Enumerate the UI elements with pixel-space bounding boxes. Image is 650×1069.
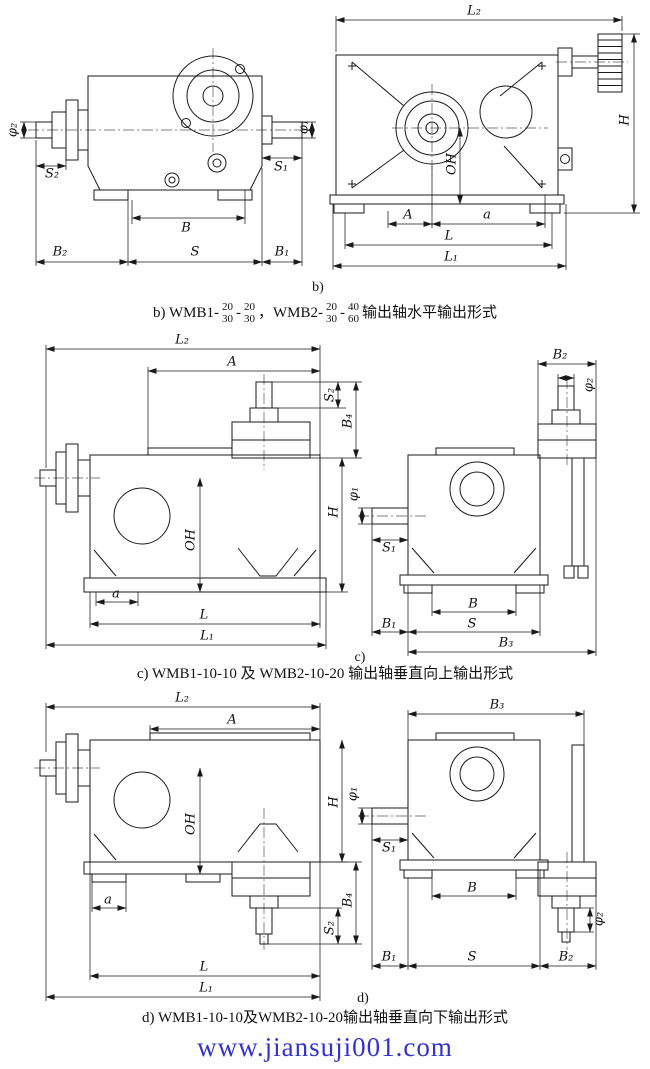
c-dim-l2: L₂ (175, 332, 189, 348)
d-dim-l1: L₁ (199, 980, 213, 996)
d-dim-s: S (467, 949, 477, 965)
caption-b-sep-2: - (339, 304, 345, 321)
b-dim-b: B (181, 220, 191, 236)
b-dim-a: a (483, 207, 491, 223)
d-dim-a: a (104, 892, 112, 908)
d-dim-b2: B₂ (558, 949, 574, 965)
d-dim-oh: OH (183, 813, 199, 835)
c-dim-a: a (112, 586, 120, 602)
b-dim-s1: S₁ (273, 159, 289, 175)
b-dim-h: H (617, 114, 633, 126)
b-dim-a-cap: A (403, 207, 413, 223)
b-dim-b1: B₁ (274, 244, 290, 260)
c-dim-s: S (467, 616, 477, 632)
b-dim-b2: B₂ (52, 244, 68, 260)
b-dim-s2: S₂ (44, 166, 60, 182)
c-dim-l: L (199, 607, 209, 623)
c-dim-s1: S₁ (381, 540, 397, 556)
caption-b-sep-1: - (235, 304, 241, 321)
view-c-side (39, 381, 327, 593)
view-b-side (35, 55, 303, 201)
b-dim-s: S (190, 244, 200, 260)
c-dim-oh: OH (183, 529, 199, 551)
view-marker-c: c) (354, 650, 366, 665)
c-dim-l1: L₁ (200, 628, 214, 644)
b-dim-l2: L₂ (467, 3, 481, 19)
d-dim-b3: B₃ (489, 697, 505, 713)
c-dim-s2: S₂ (322, 387, 338, 403)
d-dim-l2: L₂ (175, 690, 189, 706)
b-dim-l: L (444, 228, 454, 244)
view-c-end (371, 385, 597, 594)
view-d-end (371, 732, 597, 943)
c-dim-b1: B₁ (381, 616, 397, 632)
d-dim-a-cap: A (227, 712, 237, 728)
b-dim-phi1: φ₁ (296, 119, 312, 135)
c-dim-b3: B₃ (498, 635, 514, 651)
c-dim-b2: B₂ (552, 347, 568, 363)
d-dim-b1: B₁ (381, 949, 397, 965)
caption-b-text-2: ，WMB2- (257, 304, 323, 321)
d-dim-s1: S₁ (381, 840, 397, 856)
d-dim-phi2: φ₂ (591, 911, 607, 927)
c-dim-a-cap: A (227, 354, 237, 370)
b-dim-l1: L₁ (444, 249, 458, 265)
c-dim-b4: B₄ (340, 413, 356, 429)
caption-b-text-3: 输出轴水平输出形式 (361, 304, 497, 321)
b-dim-phi2: φ₂ (5, 122, 21, 138)
c-dim-phi2: φ₂ (581, 377, 597, 393)
view-d-side (39, 732, 321, 945)
d-dim-s2: S₂ (322, 920, 338, 936)
caption-b-text-1: b) WMB1- (153, 304, 219, 321)
b-dim-oh: OH (444, 153, 460, 175)
d-dim-b: B (467, 880, 477, 896)
d-dim-b4: B₄ (340, 892, 356, 908)
caption-c: c) WMB1-10-10 及 WMB2-10-20 输出轴垂直向上输出形式 (0, 666, 650, 683)
dimension-lines (20, 16, 640, 1001)
d-dim-h: H (326, 796, 342, 808)
c-dim-h: H (326, 506, 342, 518)
caption-c-text: c) WMB1-10-10 及 WMB2-10-20 输出轴垂直向上输出形式 (136, 666, 514, 682)
view-marker-d: d) (357, 991, 369, 1006)
c-dim-b: B (468, 596, 478, 612)
caption-d-text: d) WMB1-10-10及WMB2-10-20输出轴垂直向下输出形式 (142, 1010, 508, 1026)
d-dim-l: L (199, 959, 209, 975)
view-marker-b: b) (312, 280, 324, 295)
caption-d: d) WMB1-10-10及WMB2-10-20输出轴垂直向下输出形式 (0, 1010, 650, 1027)
view-b-front (329, 33, 623, 214)
c-dim-phi1: φ₁ (346, 486, 362, 502)
handwheel (557, 33, 623, 93)
website-link[interactable]: www.jiansuji001.com (197, 1032, 453, 1062)
d-dim-phi1: φ₁ (345, 786, 361, 802)
